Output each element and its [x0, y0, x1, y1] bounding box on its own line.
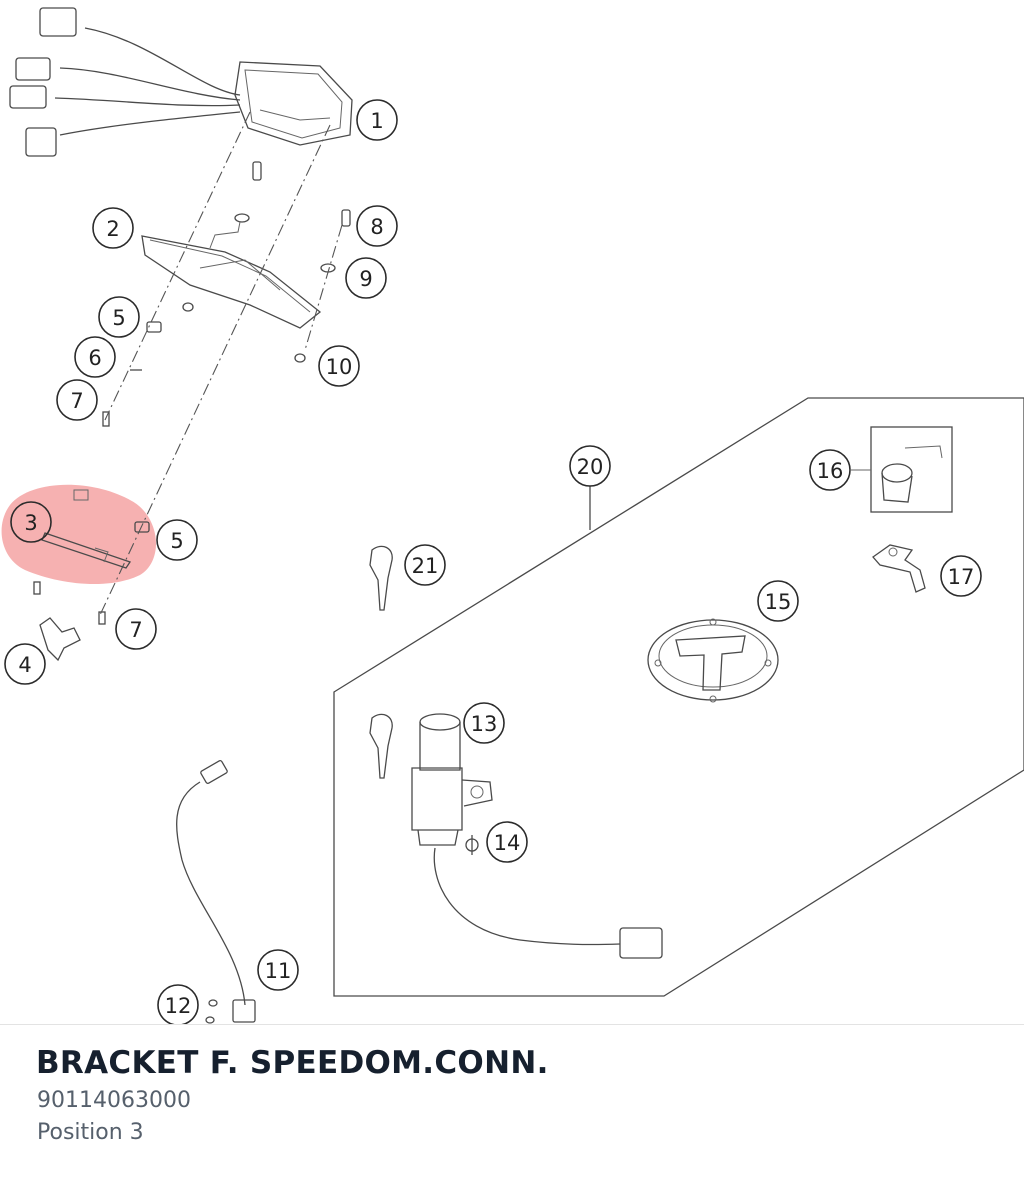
callout-20[interactable]: 20 — [569, 445, 611, 487]
part-ignition-lock[interactable] — [369, 713, 663, 959]
callout-2[interactable]: 2 — [92, 207, 134, 249]
svg-text:15: 15 — [765, 590, 792, 614]
svg-text:12: 12 — [165, 994, 192, 1018]
part-name: BRACKET F. SPEEDOM.CONN. — [36, 1045, 549, 1081]
part-info-panel: BRACKET F. SPEEDOM.CONN. 90114063000 Pos… — [0, 1025, 1024, 1177]
svg-text:7: 7 — [70, 389, 83, 413]
selected-part-highlight[interactable] — [1, 484, 157, 585]
callout-5-upper[interactable]: 5 — [98, 296, 140, 338]
svg-text:13: 13 — [471, 712, 498, 736]
part-fasteners-upper — [33, 161, 351, 625]
callout-13[interactable]: 13 — [463, 702, 505, 744]
svg-text:14: 14 — [494, 831, 521, 855]
svg-text:5: 5 — [170, 529, 183, 553]
callout-21[interactable]: 21 — [404, 544, 446, 586]
callout-7-upper[interactable]: 7 — [56, 379, 98, 421]
part-position: Position 3 — [37, 1120, 144, 1145]
part-number: 90114063000 — [37, 1088, 191, 1113]
svg-text:20: 20 — [577, 455, 604, 479]
footer-divider — [0, 1024, 1024, 1025]
callout-12[interactable]: 12 — [157, 984, 199, 1025]
callout-10[interactable]: 10 — [318, 345, 360, 387]
callout-7-lower[interactable]: 7 — [115, 608, 157, 650]
svg-text:1: 1 — [370, 109, 383, 133]
svg-text:4: 4 — [18, 653, 31, 677]
callout-1[interactable]: 1 — [356, 99, 398, 141]
part-holder-plate[interactable] — [141, 235, 322, 329]
svg-text:3: 3 — [24, 511, 37, 535]
part-lock-bracket[interactable] — [872, 544, 926, 593]
part-screw[interactable] — [465, 835, 479, 855]
svg-text:5: 5 — [112, 306, 125, 330]
svg-text:11: 11 — [265, 959, 292, 983]
svg-text:8: 8 — [370, 215, 383, 239]
exploded-parts-diagram: 1 2 3 4 5 5 6 7 7 8 9 10 11 12 13 14 15 — [1, 7, 1024, 1025]
assembly-lines — [99, 111, 343, 616]
part-tank-lock-insert[interactable] — [870, 426, 953, 513]
svg-text:21: 21 — [412, 554, 439, 578]
svg-text:9: 9 — [359, 267, 372, 291]
callout-8[interactable]: 8 — [356, 205, 398, 247]
part-fuel-cap[interactable] — [647, 618, 779, 703]
svg-text:17: 17 — [948, 565, 975, 589]
callout-3[interactable]: 3 — [10, 501, 52, 543]
part-speedometer[interactable] — [9, 7, 353, 157]
svg-text:16: 16 — [817, 459, 844, 483]
part-sensor-cable[interactable] — [176, 760, 256, 1024]
callout-16[interactable]: 16 — [809, 449, 851, 491]
callout-17[interactable]: 17 — [940, 555, 982, 597]
part-key[interactable] — [369, 545, 393, 611]
svg-text:2: 2 — [106, 217, 119, 241]
callout-9[interactable]: 9 — [345, 257, 387, 299]
svg-text:10: 10 — [326, 355, 353, 379]
part-clip[interactable] — [39, 617, 81, 662]
callout-11[interactable]: 11 — [257, 949, 299, 991]
callout-15[interactable]: 15 — [757, 580, 799, 622]
callout-4[interactable]: 4 — [4, 643, 46, 685]
callout-6[interactable]: 6 — [74, 336, 116, 378]
svg-text:6: 6 — [88, 346, 101, 370]
svg-text:7: 7 — [129, 618, 142, 642]
lock-set-outline — [333, 397, 1024, 997]
callout-5-lower[interactable]: 5 — [156, 519, 198, 561]
callout-14[interactable]: 14 — [486, 821, 528, 863]
